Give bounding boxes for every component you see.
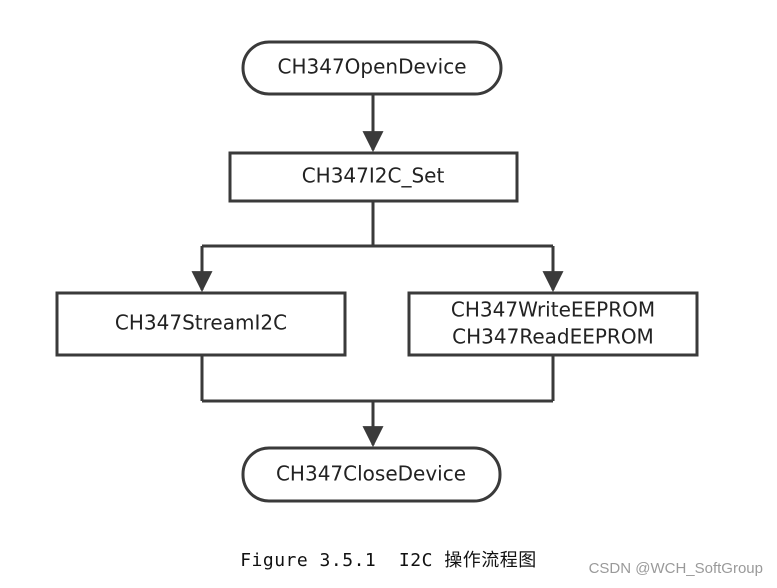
process-shape: [407, 291, 699, 357]
watermark: CSDN @WCH_SoftGroup: [588, 560, 763, 577]
process-shape: [55, 291, 347, 357]
terminator-shape: [241, 446, 502, 503]
node-write-eeprom-label: CH347WriteEEPROM: [451, 298, 655, 322]
node-stream-i2c: CH347StreamI2C: [55, 291, 347, 357]
node-open-device-label: CH347OpenDevice: [278, 55, 467, 79]
process-shape: [228, 151, 519, 203]
node-close-device: CH347CloseDevice: [241, 446, 502, 503]
node-eeprom: CH347WriteEEPROM CH347ReadEEPROM: [407, 291, 699, 357]
connectors: [191, 94, 564, 448]
node-i2c-set-label: CH347I2C_Set: [302, 164, 445, 188]
node-read-eeprom-label: CH347ReadEEPROM: [452, 325, 654, 349]
node-stream-i2c-label: CH347StreamI2C: [115, 311, 287, 335]
figure-caption: Figure 3.5.1 I2C 操作流程图: [240, 550, 537, 571]
terminator-shape: [241, 40, 503, 96]
node-open-device: CH347OpenDevice: [241, 40, 503, 96]
node-close-device-label: CH347CloseDevice: [276, 462, 466, 486]
node-i2c-set: CH347I2C_Set: [228, 151, 519, 203]
